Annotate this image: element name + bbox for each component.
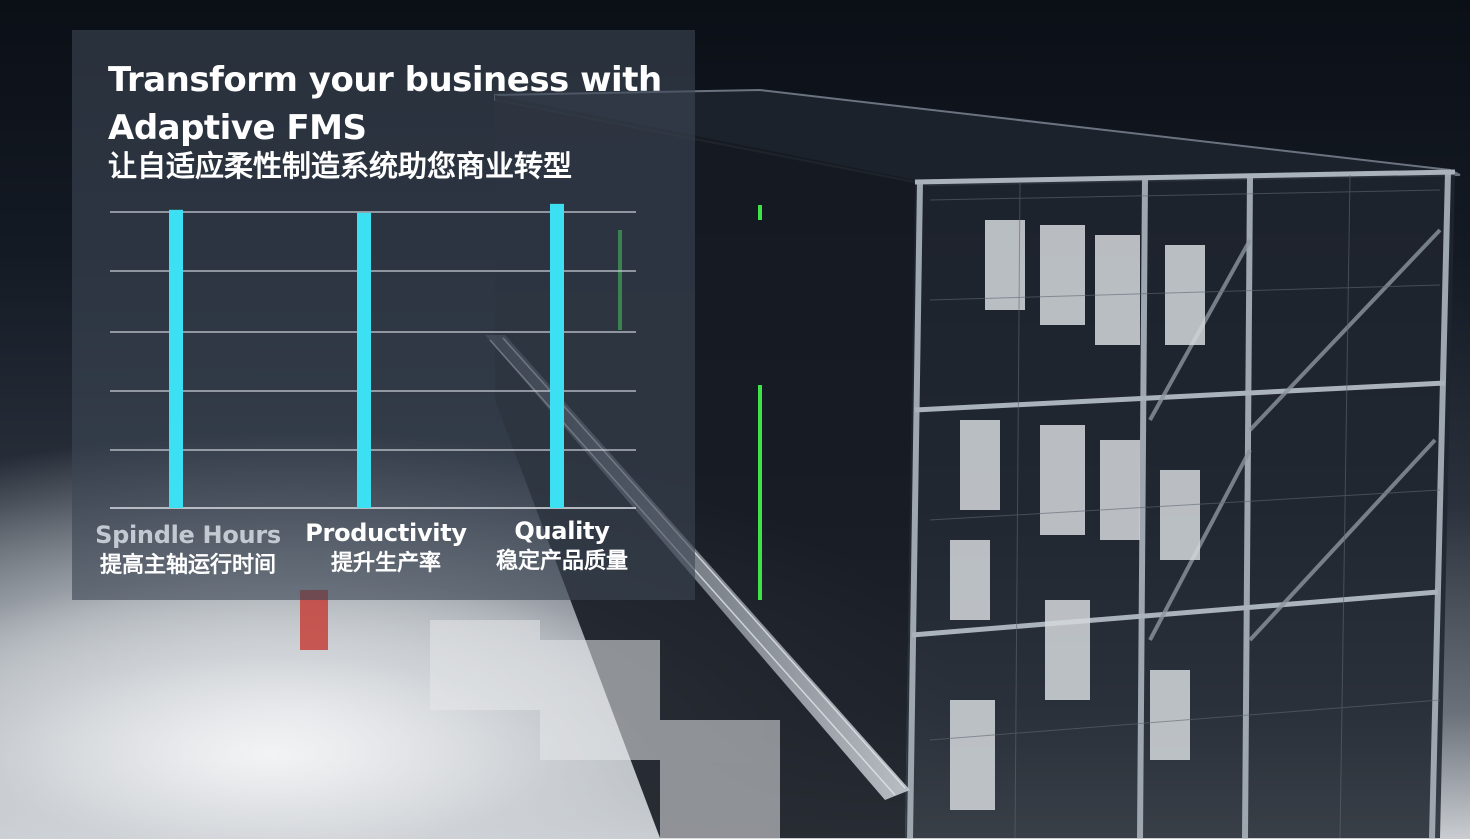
category-label-zh: 稳定产品质量	[495, 549, 628, 574]
category-spindle-hours: Spindle Hours 提高主轴运行时间	[78, 520, 298, 582]
category-productivity: Productivity 提升生产率	[276, 518, 496, 580]
category-label-en: Productivity	[305, 519, 467, 547]
headline-en: Transform your business with Adaptive FM…	[108, 60, 662, 148]
bar-quality	[550, 203, 564, 508]
category-quality: Quality 稳定产品质量	[452, 516, 672, 578]
category-label-en: Spindle Hours	[95, 521, 281, 549]
bar-spindle-hours	[169, 209, 183, 508]
category-label-zh: 提升生产率	[330, 551, 441, 576]
category-label-en: Quality	[514, 517, 610, 545]
category-label-zh: 提高主轴运行时间	[99, 553, 276, 578]
bar-productivity	[357, 212, 371, 509]
headline-zh: 让自适应柔性制造系统助您商业转型	[108, 149, 573, 183]
